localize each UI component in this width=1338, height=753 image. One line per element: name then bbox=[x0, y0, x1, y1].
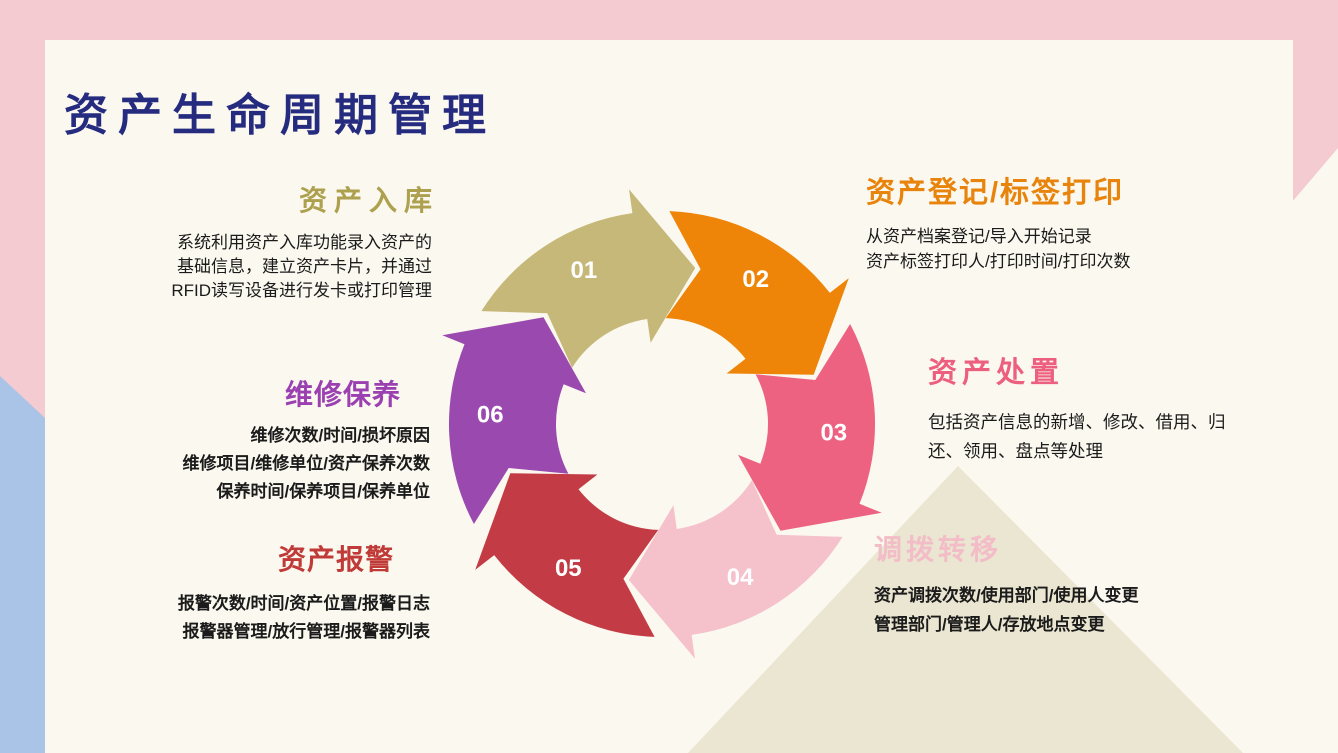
cycle-number-05: 05 bbox=[555, 555, 582, 582]
block-asset-maintenance: 维修保养 维修次数/时间/损坏原因 维修项目/维修单位/资产保养次数 保养时间/… bbox=[100, 378, 430, 506]
cycle-arrow-02 bbox=[665, 211, 849, 375]
block-asset-alarm: 资产报警 报警次数/时间/资产位置/报警日志 报警器管理/放行管理/报警器列表 bbox=[100, 543, 430, 646]
cycle-number-03: 03 bbox=[820, 420, 847, 447]
cycle-arrow-06 bbox=[442, 317, 586, 524]
body-asset-alarm: 报警次数/时间/资产位置/报警日志 报警器管理/放行管理/报警器列表 bbox=[177, 593, 430, 641]
cycle-arrow-01 bbox=[481, 189, 696, 368]
page-title: 资产生命周期管理 bbox=[64, 91, 496, 141]
heading-asset-transfer: 调拨转移 bbox=[874, 534, 1003, 565]
block-asset-entry: 资产入库 系统利用资产入库功能录入资产的 基础信息，建立资产卡片，并通过 RFI… bbox=[118, 184, 432, 303]
cycle-arrow-03 bbox=[738, 324, 882, 531]
canvas-right-extension bbox=[1292, 148, 1338, 753]
body-asset-transfer: 资产调拨次数/使用部门/使用人变更 管理部门/管理人/存放地点变更 bbox=[874, 585, 1139, 634]
heading-asset-entry: 资产入库 bbox=[298, 185, 439, 216]
heading-asset-register: 资产登记/标签打印 bbox=[866, 177, 1125, 209]
body-asset-entry: 系统利用资产入库功能录入资产的 基础信息，建立资产卡片，并通过 RFID读写设备… bbox=[171, 232, 432, 300]
body-asset-disposal: 包括资产信息的新增、修改、借用、归 还、领用、盘点等处理 bbox=[928, 411, 1226, 461]
block-asset-register: 资产登记/标签打印 从资产档案登记/导入开始记录 资产标签打印人/打印时间/打印… bbox=[866, 176, 1206, 274]
cycle-arrow-05 bbox=[475, 473, 659, 637]
blue-corner-shape bbox=[0, 376, 45, 753]
cycle-arrow-04 bbox=[628, 480, 843, 659]
heading-asset-alarm: 资产报警 bbox=[277, 544, 394, 575]
body-asset-register: 从资产档案登记/导入开始记录 资产标签打印人/打印时间/打印次数 bbox=[866, 226, 1131, 271]
cycle-number-04: 04 bbox=[727, 564, 754, 591]
cycle-number-02: 02 bbox=[742, 266, 769, 293]
body-asset-maintenance: 维修次数/时间/损坏原因 维修项目/维修单位/资产保养次数 保养时间/保养项目/… bbox=[182, 425, 430, 501]
heading-asset-maintenance: 维修保养 bbox=[284, 379, 401, 410]
heading-asset-disposal: 资产处置 bbox=[928, 357, 1065, 389]
block-asset-transfer: 调拨转移 资产调拨次数/使用部门/使用人变更 管理部门/管理人/存放地点变更 bbox=[874, 533, 1294, 639]
cycle-number-01: 01 bbox=[571, 257, 598, 284]
cycle-number-06: 06 bbox=[477, 402, 504, 429]
block-asset-disposal: 资产处置 包括资产信息的新增、修改、借用、归 还、领用、盘点等处理 bbox=[928, 356, 1328, 466]
